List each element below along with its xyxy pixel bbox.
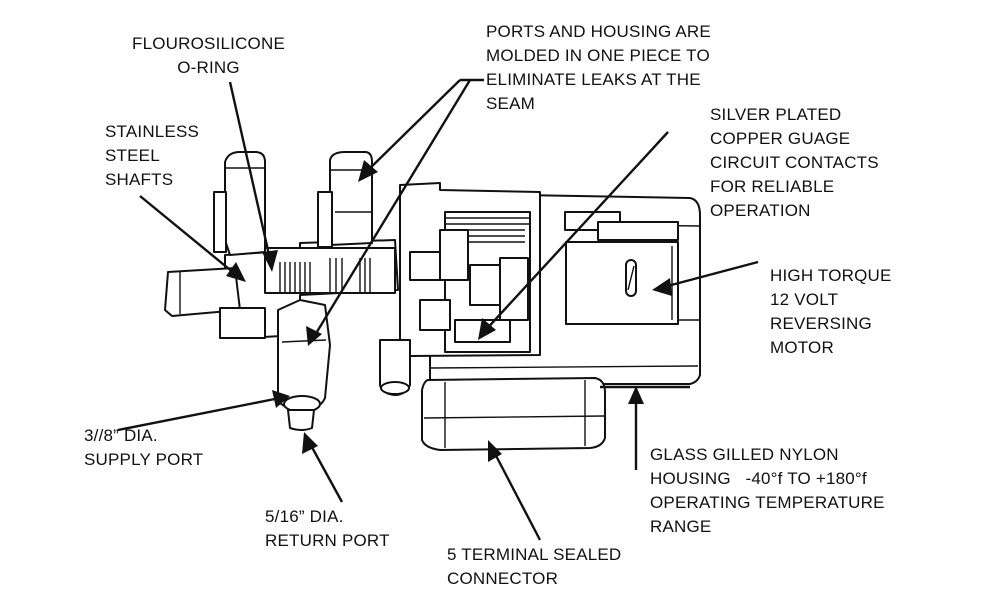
leader-shafts <box>139 195 246 282</box>
contacts-gear-box <box>399 182 541 357</box>
callout-motor-line: HIGH TORQUE <box>770 266 892 285</box>
top-port-left <box>213 151 266 256</box>
callout-shafts-line: STEEL <box>105 146 160 165</box>
callout-connector-line: CONNECTOR <box>447 569 559 588</box>
spring-coils <box>279 258 371 292</box>
callout-return-line: 5/16” DIA. <box>265 507 344 526</box>
supply-return-port <box>277 299 331 431</box>
callout-ports: PORTS AND HOUSING ARE MOLDED IN ONE PIECE… <box>486 20 711 116</box>
callout-motor-line: 12 VOLT <box>770 290 839 309</box>
callout-ports-line: MOLDED IN ONE PIECE TO <box>486 46 710 65</box>
stainless-shaft <box>164 267 241 317</box>
callout-contacts-line: CIRCUIT CONTACTS <box>710 153 879 172</box>
callout-housing-line: RANGE <box>650 517 712 536</box>
callout-return-line: RETURN PORT <box>265 531 390 550</box>
leader-motor <box>652 260 759 296</box>
callout-motor-line: MOTOR <box>770 338 834 357</box>
callout-shafts: STAINLESS STEEL SHAFTS <box>105 120 199 192</box>
motor <box>564 211 679 325</box>
callout-motor: HIGH TORQUE 12 VOLT REVERSING MOTOR <box>770 264 892 360</box>
leader-contacts <box>478 131 669 340</box>
callout-contacts-line: SILVER PLATED <box>710 105 842 124</box>
callout-housing-line: OPERATING TEMPERATURE <box>650 493 885 512</box>
callout-ports-line: SEAM <box>486 94 535 113</box>
connector-body <box>421 377 606 451</box>
callout-supply-line: 3//8” DIA. <box>84 426 158 445</box>
callout-connector-line: 5 TERMINAL SEALED <box>447 545 622 564</box>
callout-shafts-line: STAINLESS <box>105 122 200 141</box>
callout-housing-line: HOUSING -40°f TO +180°f <box>650 469 867 488</box>
callout-housing-line: GLASS GILLED NYLON <box>650 445 839 464</box>
callout-contacts-line: COPPER GUAGE <box>710 129 851 148</box>
callout-connector: 5 TERMINAL SEALED CONNECTOR <box>447 543 621 591</box>
leader-connector <box>488 440 542 541</box>
callout-ports-line: ELIMINATE LEAKS AT THE <box>486 70 701 89</box>
callout-supply-line: SUPPLY PORT <box>84 450 204 469</box>
callout-supply-port: 3//8” DIA. SUPPLY PORT <box>84 424 203 472</box>
callout-shafts-line: SHAFTS <box>105 170 174 189</box>
callout-oring-line: O-RING <box>177 58 240 77</box>
callout-contacts-line: FOR RELIABLE <box>710 177 835 196</box>
leader-housing <box>600 385 690 470</box>
callout-housing: GLASS GILLED NYLON HOUSING -40°f TO +180°… <box>650 443 885 539</box>
callout-contacts: SILVER PLATED COPPER GUAGE CIRCUIT CONTACT… <box>710 103 879 223</box>
callout-motor-line: REVERSING <box>770 314 872 333</box>
lower-port <box>379 339 411 396</box>
leader-supply <box>117 390 290 432</box>
callout-ports-line: PORTS AND HOUSING ARE <box>486 22 711 41</box>
valve-body <box>164 239 399 339</box>
leader-oring <box>228 81 278 272</box>
callout-oring: FLOUROSILICONE O-RING <box>132 32 285 80</box>
leader-return <box>302 432 344 503</box>
callout-contacts-line: OPERATION <box>710 201 811 220</box>
callout-return-port: 5/16” DIA. RETURN PORT <box>265 505 390 553</box>
leader-ports <box>306 78 484 346</box>
callout-oring-line: FLOUROSILICONE <box>132 34 285 53</box>
